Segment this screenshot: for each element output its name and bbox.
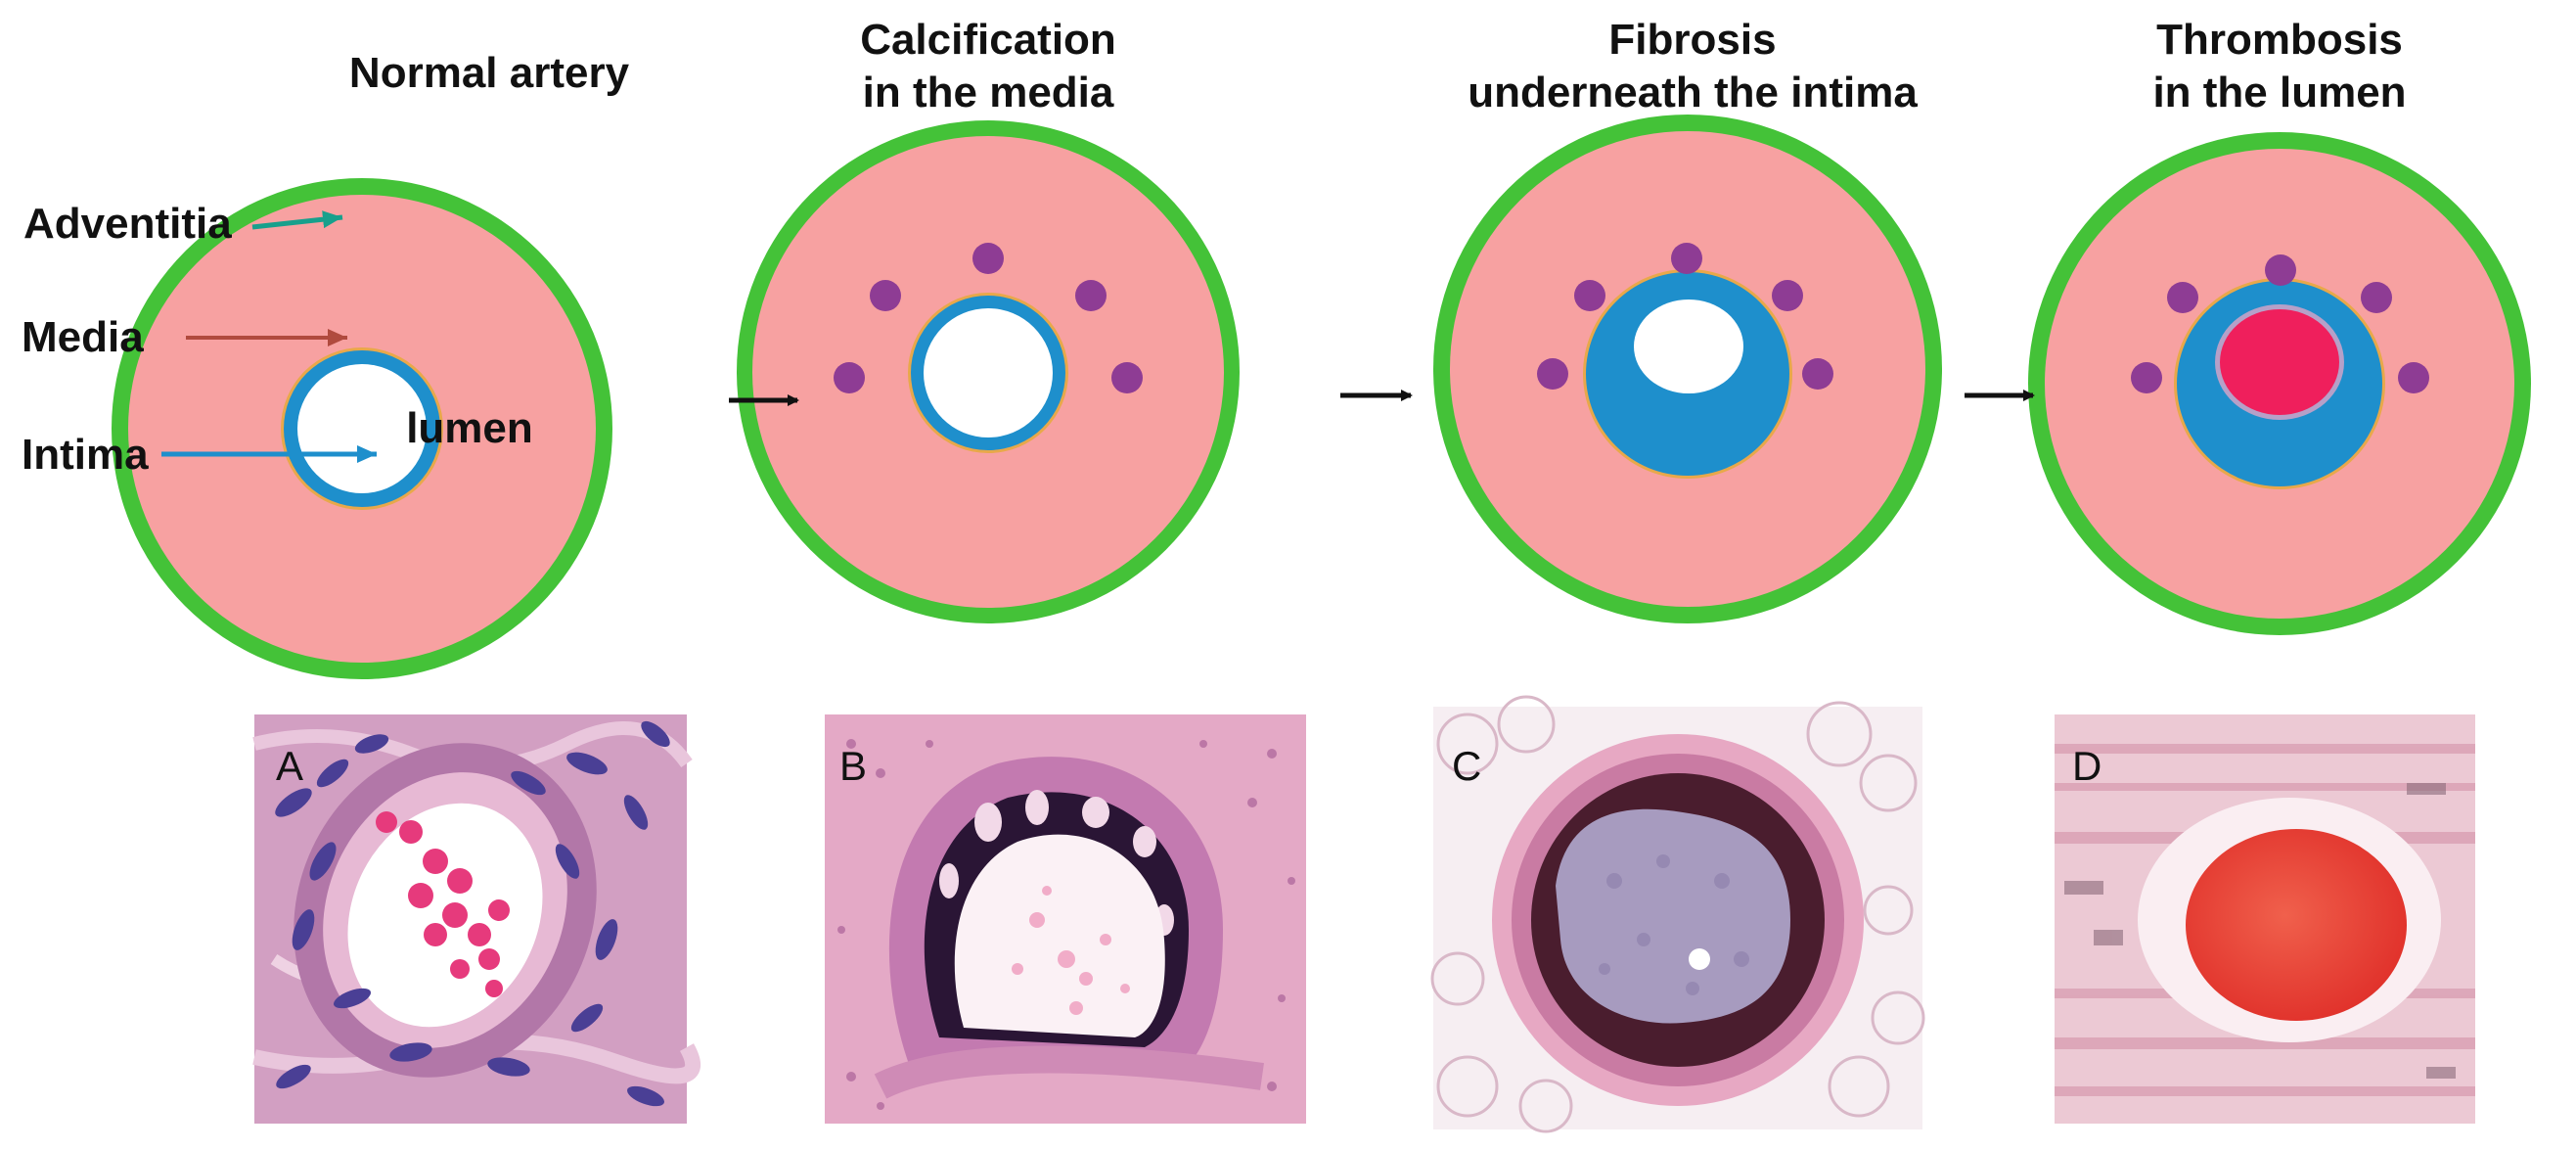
calcification-dot: [1772, 280, 1803, 311]
calcification-dot: [870, 280, 901, 311]
title-line: in the lumen: [2152, 69, 2407, 116]
artery-diagram-normal: [112, 178, 612, 679]
calcification-dot: [1111, 362, 1143, 393]
label-media: Media: [22, 313, 144, 361]
label-intima: Intima: [22, 431, 149, 479]
calcification-dot: [1075, 280, 1107, 311]
calcification-dot: [2131, 362, 2162, 393]
label-adventitia: Adventitia: [23, 200, 232, 248]
artery-diagram-thrombosis: [2028, 132, 2531, 635]
calcification-dot: [834, 362, 865, 393]
calcification-dot: [2167, 282, 2198, 313]
title-line: Thrombosis: [2156, 16, 2403, 64]
adventitia-pointer-arrow: [251, 210, 343, 230]
title-line: Fibrosis: [1608, 16, 1777, 64]
calcification-dot: [972, 243, 1004, 274]
artery-diagram-calcification: [737, 120, 1240, 623]
title-line: Normal artery: [348, 49, 630, 97]
title-thrombosis: Thrombosis in the lumen: [2045, 14, 2514, 119]
calcification-dot: [2398, 362, 2429, 393]
title-line: in the media: [862, 69, 1114, 116]
micrograph-b: [825, 714, 1306, 1124]
title-line: underneath the intima: [1468, 69, 1918, 116]
calcification-dot: [2265, 254, 2296, 286]
title-fibrosis: Fibrosis underneath the intima: [1419, 14, 1966, 119]
calcification-dot: [1802, 358, 1833, 390]
title-normal-artery: Normal artery: [264, 47, 714, 100]
artery-diagram-fibrosis: [1433, 115, 1942, 623]
calcification-dot: [1537, 358, 1568, 390]
narrowed-lumen: [1634, 299, 1743, 393]
lumen: [924, 308, 1053, 437]
title-line: Calcification: [860, 16, 1116, 64]
panel-letter-d: D: [2072, 743, 2102, 789]
micrograph-c: [1430, 695, 1925, 1133]
calcification-dot: [1574, 280, 1605, 311]
calcification-dot: [1671, 243, 1702, 274]
micrograph-a: [252, 714, 700, 1124]
lumen: [297, 364, 427, 493]
title-calcification: Calcification in the media: [744, 14, 1233, 119]
label-lumen: lumen: [406, 404, 533, 452]
calcification-dot: [2361, 282, 2392, 313]
micrograph-d: [2055, 714, 2475, 1124]
panel-letter-c: C: [1452, 743, 1482, 789]
panel-letter-a: A: [276, 743, 304, 789]
thrombus: [2220, 309, 2339, 415]
panel-letter-b: B: [839, 743, 868, 789]
